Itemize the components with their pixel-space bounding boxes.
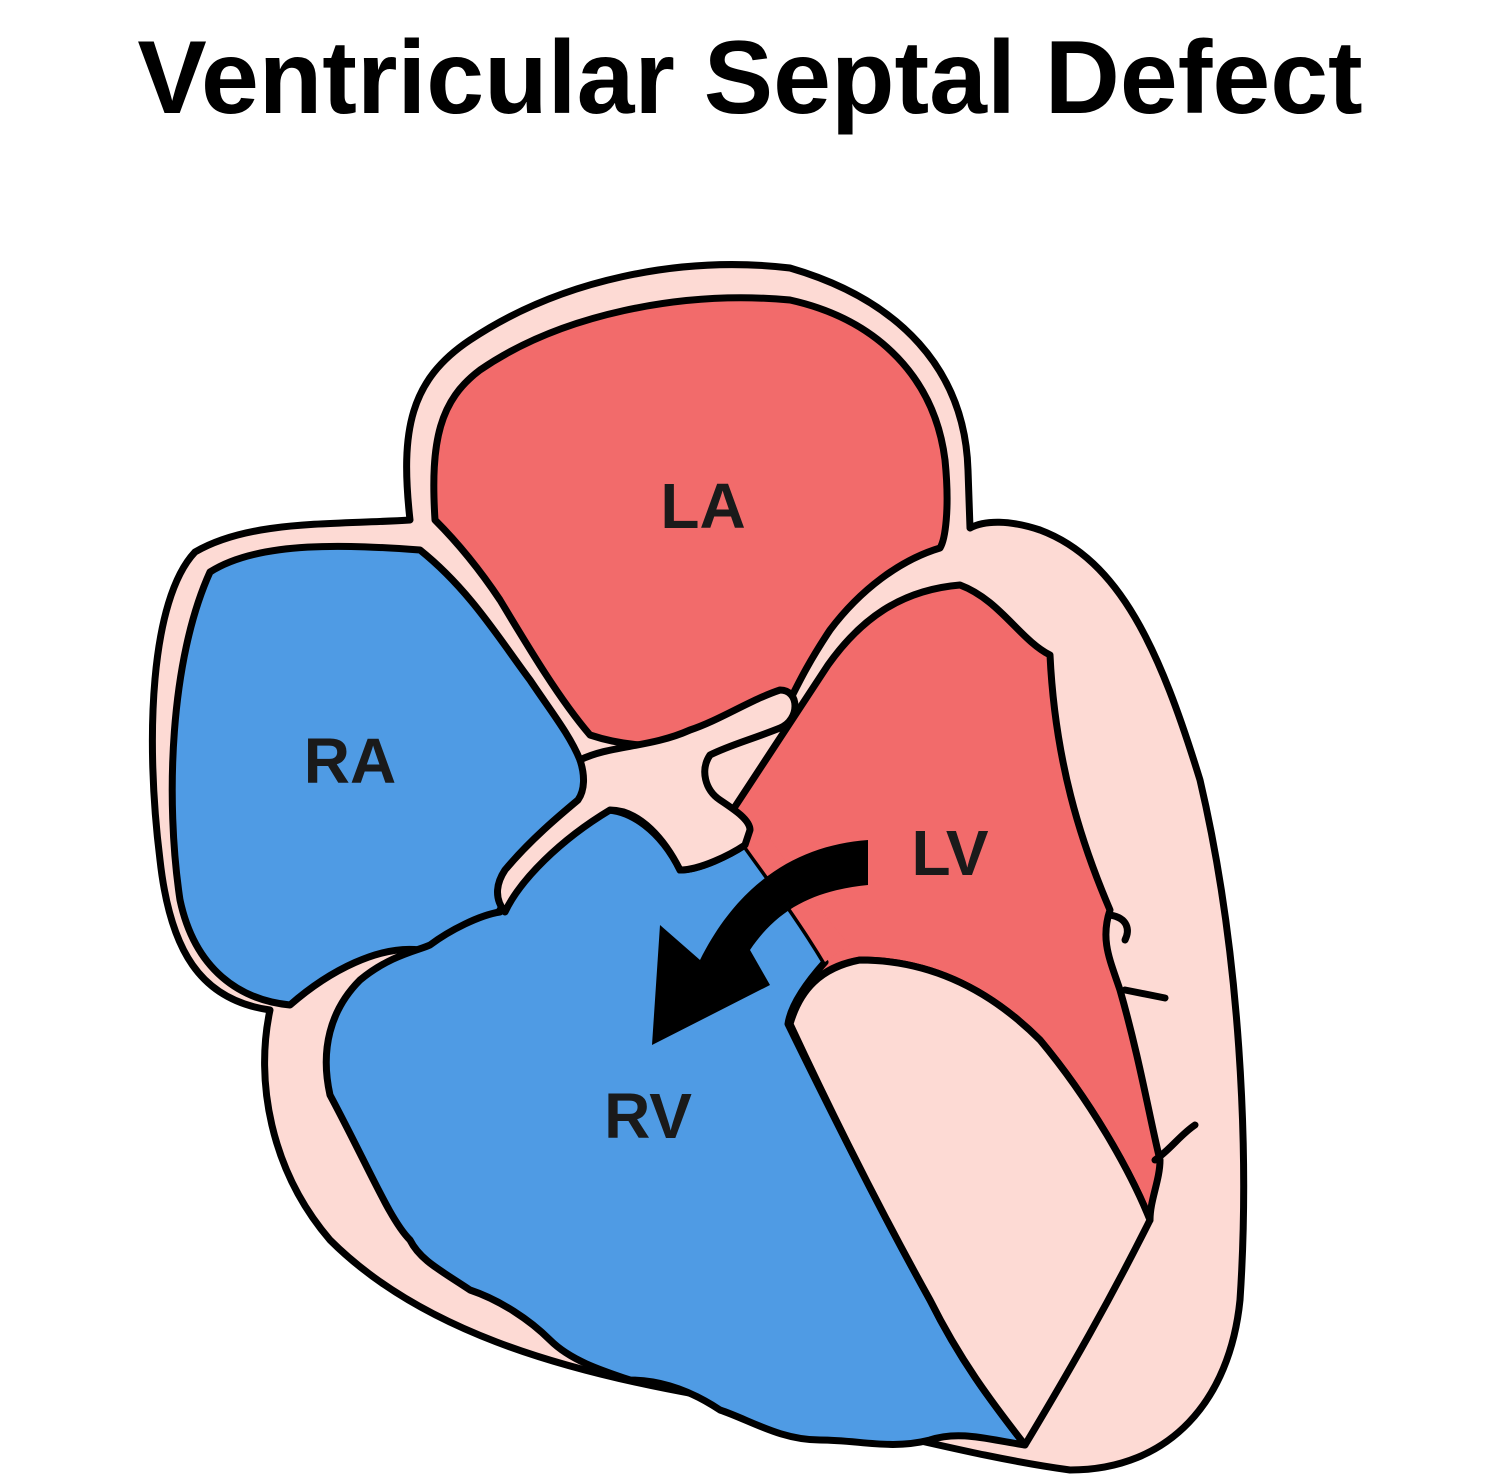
label-right-ventricle: RV bbox=[604, 1080, 692, 1152]
lv-wall-ridge-upper bbox=[1106, 911, 1131, 944]
label-left-ventricle: LV bbox=[911, 817, 988, 889]
label-right-atrium: RA bbox=[304, 725, 396, 797]
lv-apex-ridge bbox=[1151, 1121, 1199, 1164]
label-left-atrium: LA bbox=[660, 470, 745, 542]
shunt-arrow bbox=[652, 840, 868, 1045]
lv-wall-ridge-lower bbox=[1121, 986, 1169, 1002]
septal-crux bbox=[494, 686, 799, 916]
left-atrium-cavity bbox=[430, 294, 951, 749]
page-title: Ventricular Septal Defect bbox=[137, 20, 1363, 136]
interventricular-septum bbox=[786, 956, 1154, 1449]
